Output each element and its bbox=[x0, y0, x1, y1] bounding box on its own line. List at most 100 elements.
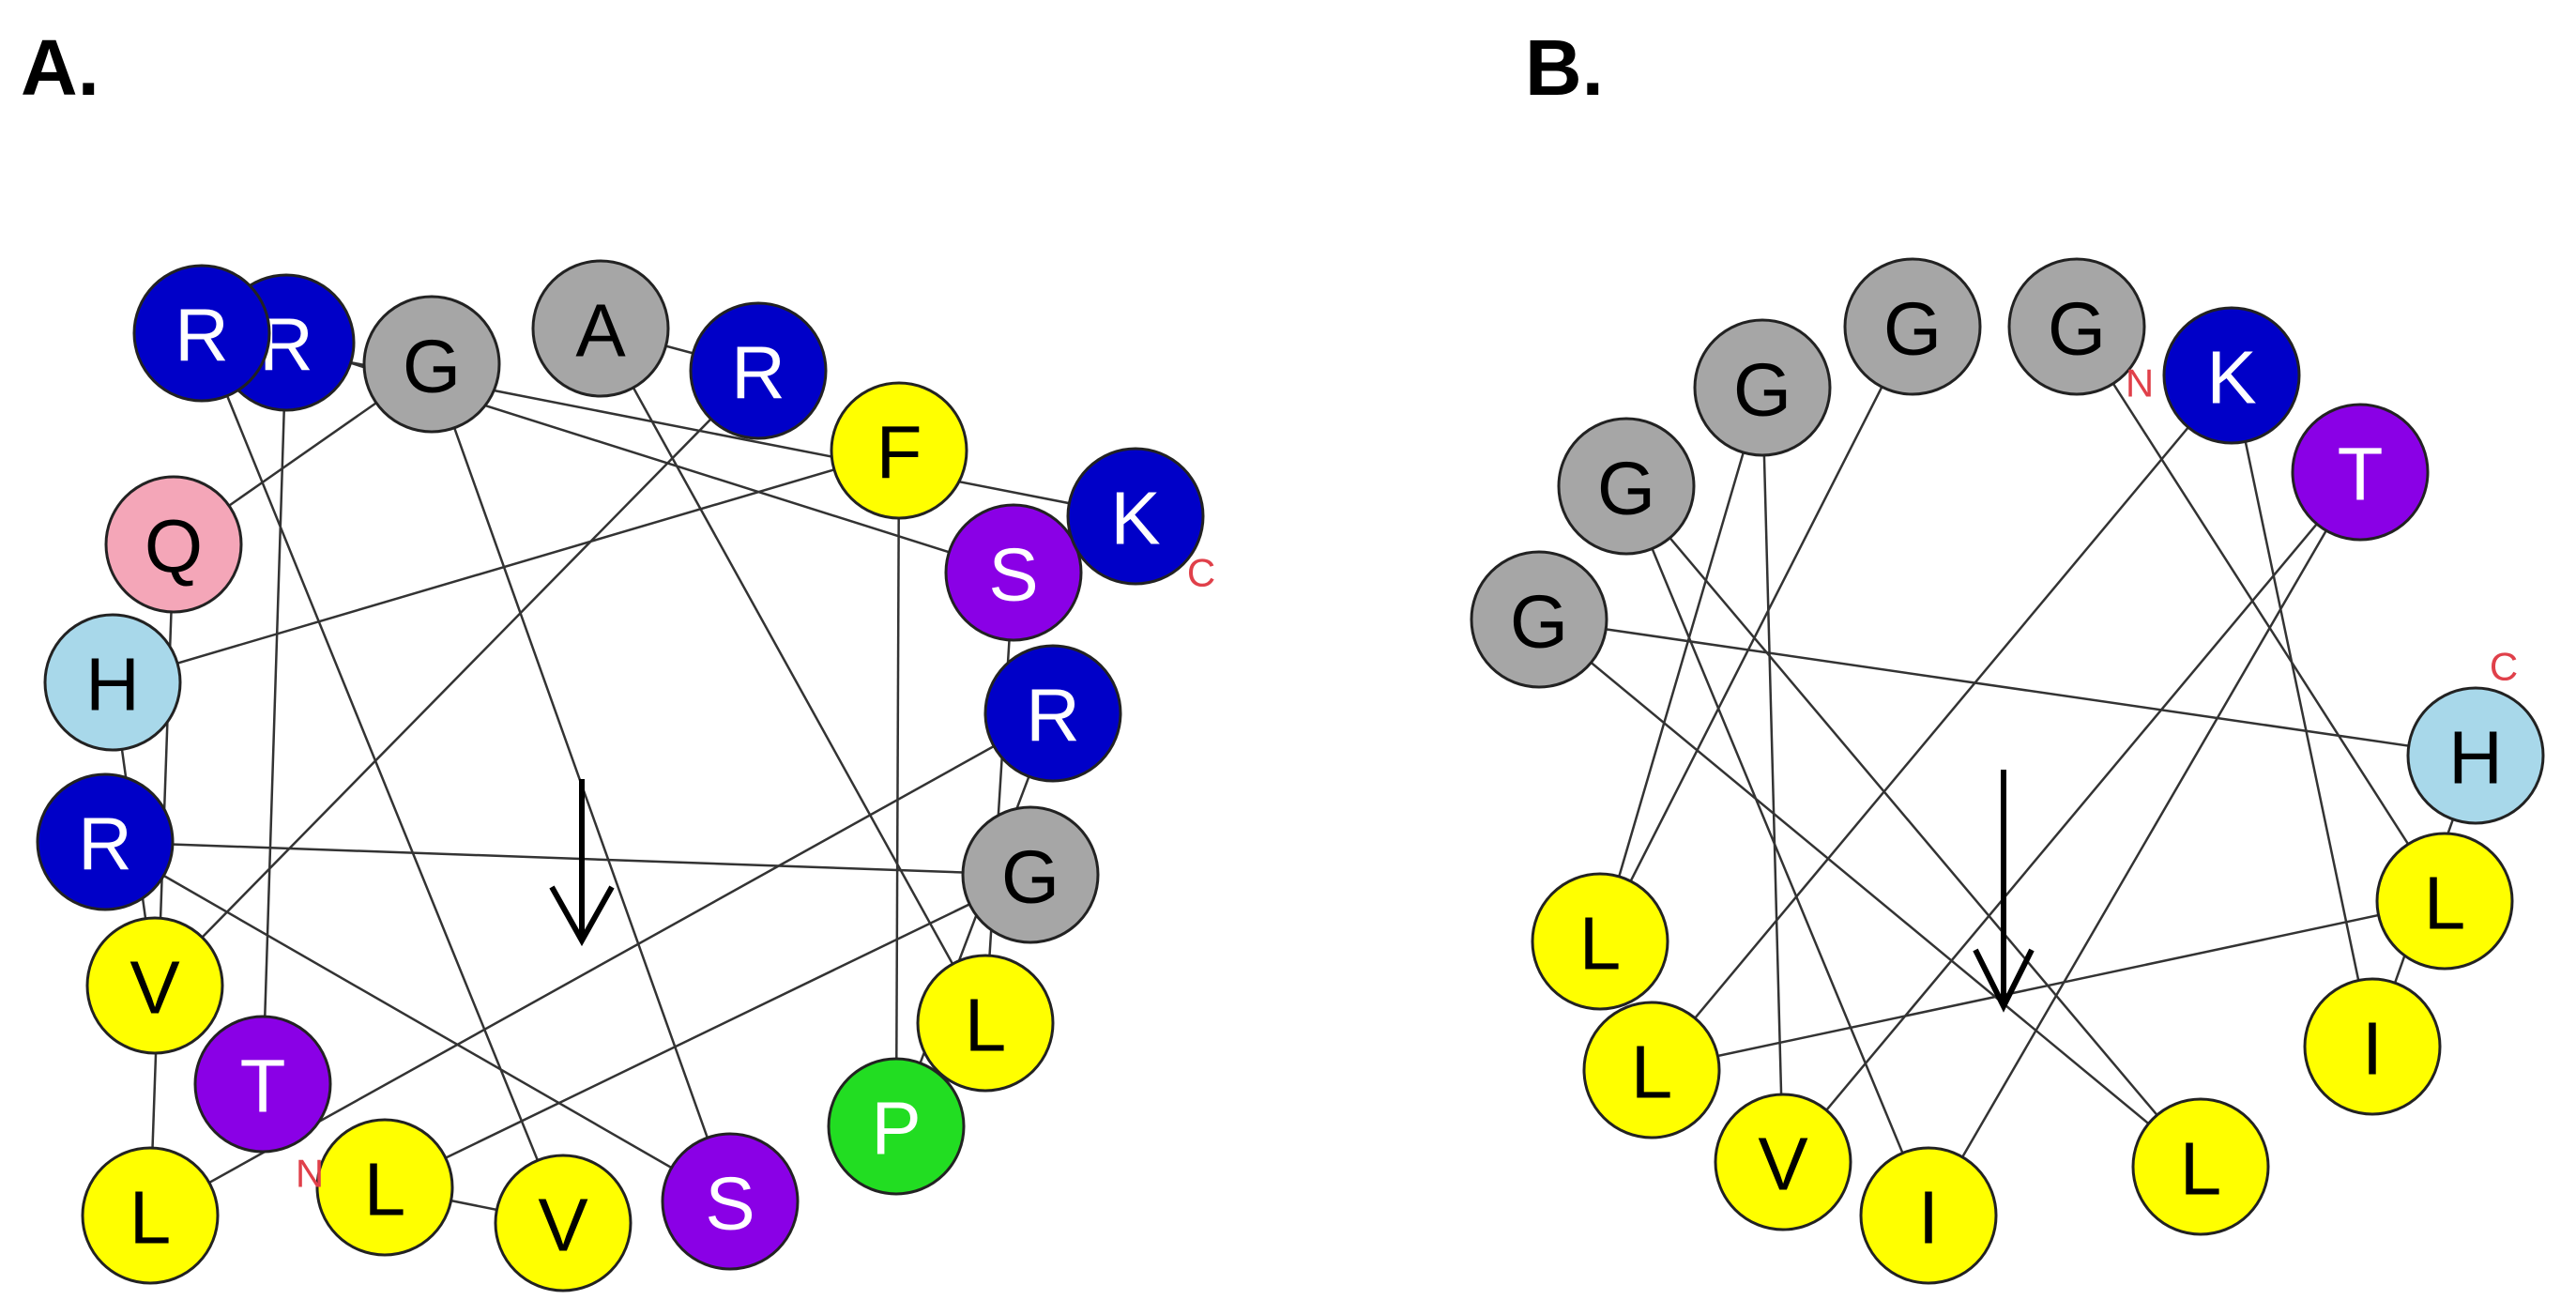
residue-node: H bbox=[43, 613, 182, 752]
residue-node: L bbox=[81, 1146, 220, 1285]
residue-label: P bbox=[871, 1087, 921, 1170]
residue-circle bbox=[830, 381, 968, 520]
residue-node: G bbox=[961, 805, 1100, 944]
residue-label: V bbox=[130, 946, 180, 1030]
residue-label: R bbox=[175, 294, 229, 377]
residue-circle bbox=[1066, 447, 1205, 586]
residue-node: G bbox=[1843, 257, 1982, 396]
residue-circle bbox=[362, 295, 501, 434]
residue-node: F bbox=[830, 381, 968, 520]
wheel-connection-line bbox=[201, 331, 1136, 518]
wheel-connection-line bbox=[1598, 387, 1764, 942]
residue-circle bbox=[85, 916, 224, 1055]
wheel-connection-line bbox=[1625, 485, 2202, 1168]
wheel-connection-line bbox=[599, 328, 987, 1024]
residue-label: R bbox=[1026, 674, 1080, 757]
wheel-connection-line bbox=[261, 342, 288, 1085]
n-terminus-label: N bbox=[2126, 361, 2154, 405]
residue-label: L bbox=[2424, 862, 2466, 945]
residue-node: I bbox=[2303, 977, 2442, 1116]
residue-label: I bbox=[1918, 1176, 1939, 1260]
residue-circle bbox=[43, 613, 182, 752]
residue-circle bbox=[1470, 550, 1608, 689]
residue-label: H bbox=[85, 643, 140, 726]
residue-node: R bbox=[689, 301, 828, 440]
residue-circle bbox=[1859, 1146, 1998, 1285]
wheel-connection-line bbox=[894, 450, 901, 1127]
residue-label: G bbox=[1883, 287, 1942, 371]
residue-label: V bbox=[1758, 1123, 1808, 1206]
wheel-connection-line bbox=[2075, 326, 2446, 902]
residue-label: S bbox=[988, 533, 1038, 617]
residue-circle bbox=[1531, 872, 1669, 1011]
residue-node: K bbox=[2162, 306, 2301, 445]
residue-circle bbox=[315, 1118, 454, 1257]
residue-label: R bbox=[731, 331, 785, 415]
residue-node: T bbox=[193, 1015, 332, 1154]
residue-label: A bbox=[575, 289, 626, 373]
residue-label: L bbox=[364, 1148, 406, 1231]
residue-circle bbox=[2406, 686, 2545, 825]
wheel-connection-line bbox=[112, 449, 900, 684]
residue-label: G bbox=[403, 325, 461, 408]
wheel-connection-line bbox=[894, 712, 1055, 1127]
residue-node: I bbox=[1859, 1146, 1998, 1285]
wheel-b-connections bbox=[1538, 326, 2477, 1216]
residue-node: G bbox=[2007, 257, 2146, 396]
residue-circle bbox=[2303, 977, 2442, 1116]
residue-node: R bbox=[36, 772, 175, 911]
residue-node: H bbox=[2406, 686, 2545, 825]
residue-label: S bbox=[705, 1162, 755, 1246]
residue-circle bbox=[916, 954, 1055, 1093]
residue-label: K bbox=[2206, 336, 2256, 420]
residue-circle bbox=[132, 264, 271, 403]
panel-a-label: A. bbox=[21, 23, 99, 112]
c-terminus-label: C bbox=[1187, 551, 1215, 595]
wheel-connection-line bbox=[983, 572, 1015, 1024]
residue-node: L bbox=[2131, 1097, 2270, 1236]
residue-circle bbox=[494, 1154, 633, 1292]
residue-label: G bbox=[1733, 348, 1791, 432]
wheel-connection-line bbox=[154, 370, 759, 986]
residue-node: L bbox=[916, 954, 1055, 1093]
residue-circle bbox=[104, 475, 243, 614]
wheel-connection-line bbox=[384, 873, 1031, 1189]
residue-circle bbox=[1714, 1093, 1852, 1231]
panel-b-label: B. bbox=[1525, 23, 1604, 112]
residue-circle bbox=[531, 259, 670, 398]
residue-label: G bbox=[1001, 835, 1059, 919]
wheel-connection-line bbox=[104, 840, 1031, 877]
wheel-connection-line bbox=[200, 332, 565, 1224]
residue-node: K bbox=[1066, 447, 1205, 586]
residue-node: R bbox=[983, 644, 1122, 783]
residue-circle bbox=[1582, 1001, 1721, 1139]
residue-label: G bbox=[1510, 580, 1568, 664]
residue-node: L bbox=[1582, 1001, 1721, 1139]
residue-circle bbox=[983, 644, 1122, 783]
residue-label: G bbox=[2048, 287, 2106, 371]
residue-circle bbox=[1557, 417, 1696, 556]
residue-label: L bbox=[1579, 902, 1622, 986]
residue-label: L bbox=[130, 1176, 172, 1260]
residue-node: G bbox=[1557, 417, 1696, 556]
residue-node: Q bbox=[104, 475, 243, 614]
residue-node: G bbox=[1693, 318, 1832, 457]
wheel-connection-line bbox=[104, 840, 731, 1203]
residue-node: V bbox=[494, 1154, 633, 1292]
residue-label: F bbox=[876, 411, 922, 495]
residue-label: H bbox=[2448, 716, 2503, 800]
residue-circle bbox=[944, 503, 1083, 642]
residue-label: R bbox=[78, 803, 132, 886]
residue-circle bbox=[193, 1015, 332, 1154]
wheel-connection-line bbox=[1927, 471, 2362, 1216]
wheel-connection-line bbox=[1538, 619, 2202, 1168]
residue-node: R bbox=[132, 264, 271, 403]
residue-circle bbox=[689, 301, 828, 440]
residue-label: G bbox=[1597, 447, 1655, 530]
residue-circle bbox=[1693, 318, 1832, 457]
residue-circle bbox=[827, 1057, 966, 1196]
wheel-connection-line bbox=[1782, 471, 2361, 1163]
